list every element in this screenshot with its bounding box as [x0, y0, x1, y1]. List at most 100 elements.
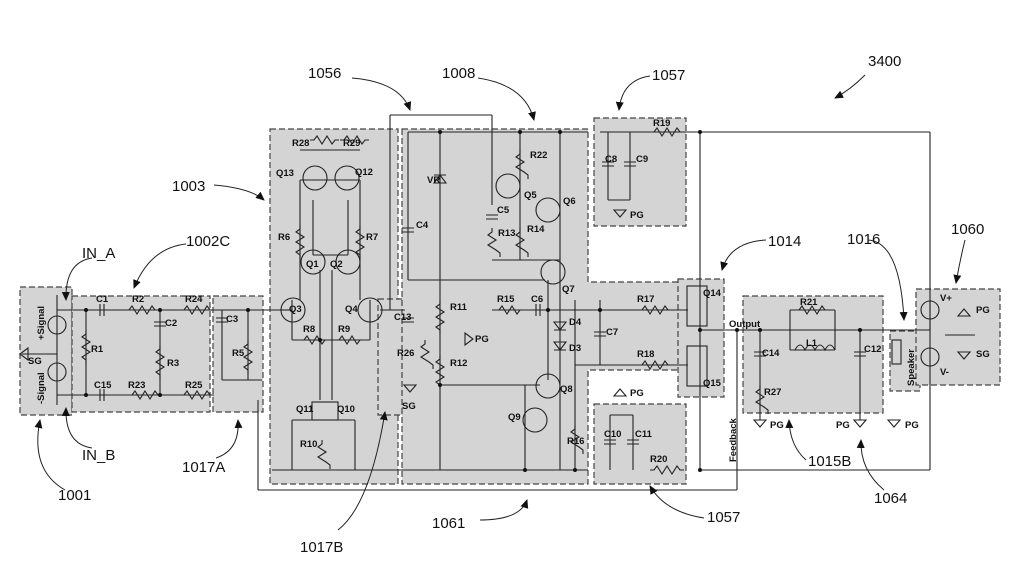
ref-1017b: 1017B [300, 539, 343, 556]
label-r24: R24 [185, 294, 203, 305]
label-r19: R19 [653, 118, 670, 129]
block-1060-power-supply [915, 288, 1001, 386]
label-sg-1017b: SG [402, 401, 416, 412]
label-r6: R6 [278, 232, 290, 243]
label-r1: R1 [91, 344, 104, 355]
label-r3: R3 [167, 358, 179, 369]
label-q4: Q4 [345, 304, 358, 315]
label-q12: Q12 [355, 167, 373, 178]
label-q9: Q9 [508, 412, 521, 423]
label-r8: R8 [303, 324, 315, 335]
label-c14: C14 [762, 348, 780, 359]
block-1016-speaker [889, 330, 921, 392]
capacitors [99, 161, 866, 445]
label-q13: Q13 [276, 168, 294, 179]
ref-3400: 3400 [868, 53, 901, 70]
label-c3: C3 [226, 314, 238, 325]
label-r5: R5 [232, 348, 245, 359]
label-r13: R13 [498, 228, 515, 239]
label-r22: R22 [530, 150, 547, 161]
ref-1017a: 1017A [182, 459, 225, 476]
label-output: Output [729, 319, 761, 330]
label-q5: Q5 [524, 190, 537, 201]
label-q6: Q6 [563, 196, 576, 207]
ref-1003: 1003 [172, 178, 205, 195]
diodes [432, 174, 568, 351]
label-r14: R14 [527, 224, 545, 235]
ref-1057-bottom: 1057 [707, 509, 740, 526]
label-r28: R28 [292, 138, 309, 149]
label-r20: R20 [650, 454, 667, 465]
label-r16: R16 [567, 436, 584, 447]
label-c15: C15 [94, 380, 112, 391]
label-speaker: Speaker [906, 349, 917, 386]
ref-1015b: 1015B [808, 453, 851, 470]
block-1017a [212, 295, 264, 413]
label-pg-filter2: PG [836, 420, 850, 431]
block-1002c-input-filter [71, 295, 211, 413]
label-q2: Q2 [330, 259, 343, 270]
block-1003-input-stage [269, 128, 399, 485]
label-q8: Q8 [560, 384, 573, 395]
leader-arrows [34, 74, 966, 531]
label-c11: C11 [635, 429, 653, 440]
label-r29: R29 [343, 138, 360, 149]
label-r25: R25 [185, 380, 203, 391]
label-r26: R26 [397, 348, 414, 359]
ref-1008: 1008 [442, 65, 475, 82]
label-pg-driver: PG [475, 334, 489, 345]
reference-numerals: 3400 1056 1008 1057 1003 1002C IN_A IN_B… [58, 53, 984, 556]
label-c1: C1 [96, 294, 109, 305]
label-c12: C12 [864, 344, 881, 355]
block-1001-signal-source [19, 286, 73, 416]
ref-1064: 1064 [874, 490, 907, 507]
ref-1060: 1060 [951, 221, 984, 238]
label-c2: C2 [165, 318, 177, 329]
ref-1056: 1056 [308, 65, 341, 82]
ref-1002c: 1002C [186, 233, 230, 250]
label-c10: C10 [604, 429, 621, 440]
label-c9: C9 [636, 154, 648, 165]
label-q10: Q10 [337, 404, 355, 415]
label-sg: SG [28, 356, 42, 367]
label-c7: C7 [606, 327, 618, 338]
label-q7: Q7 [562, 284, 575, 295]
label-c5: C5 [497, 205, 510, 216]
block-1057-top [593, 117, 687, 227]
label-q11: Q11 [296, 404, 314, 415]
label-vplus: V+ [940, 293, 952, 304]
block-1014-output-stage [677, 278, 725, 398]
ref-1016: 1016 [847, 231, 880, 248]
label-pg-supply: PG [976, 305, 990, 316]
label-r15: R15 [497, 294, 515, 305]
component-labels: +Signal -Signal SG R1 C1 R2 R24 C2 R3 C1… [28, 118, 990, 465]
label-d3: D3 [569, 343, 581, 354]
label-r10: R10 [300, 439, 317, 450]
ground-symbols [19, 209, 972, 428]
label-r11: R11 [450, 302, 468, 313]
label-pg-1057-top: PG [630, 210, 644, 221]
label-feedback: Feedback [728, 417, 739, 462]
label-r21: R21 [800, 297, 818, 308]
resistors [80, 126, 829, 476]
label-q1: Q1 [306, 259, 319, 270]
label-r23: R23 [128, 380, 145, 391]
label-c8: C8 [605, 154, 617, 165]
ref-1014: 1014 [768, 233, 801, 250]
label-l1: L1 [806, 338, 818, 349]
ref-in-a: IN_A [82, 245, 115, 262]
label-r7: R7 [366, 232, 378, 243]
label-c6: C6 [531, 294, 543, 305]
label-vr: VR [427, 175, 440, 186]
label-plus-signal: +Signal [36, 306, 47, 340]
label-pg-1057-bottom: PG [630, 388, 644, 399]
ref-in-b: IN_B [82, 447, 115, 464]
label-minus-signal: -Signal [36, 372, 47, 404]
ref-1061: 1061 [432, 515, 465, 532]
label-r2: R2 [132, 294, 144, 305]
inductor-l1 [794, 344, 836, 352]
transistors [280, 165, 708, 433]
junction-dots [84, 130, 862, 472]
label-pg-speaker: PG [905, 420, 919, 431]
label-sg-supply: SG [976, 349, 990, 360]
